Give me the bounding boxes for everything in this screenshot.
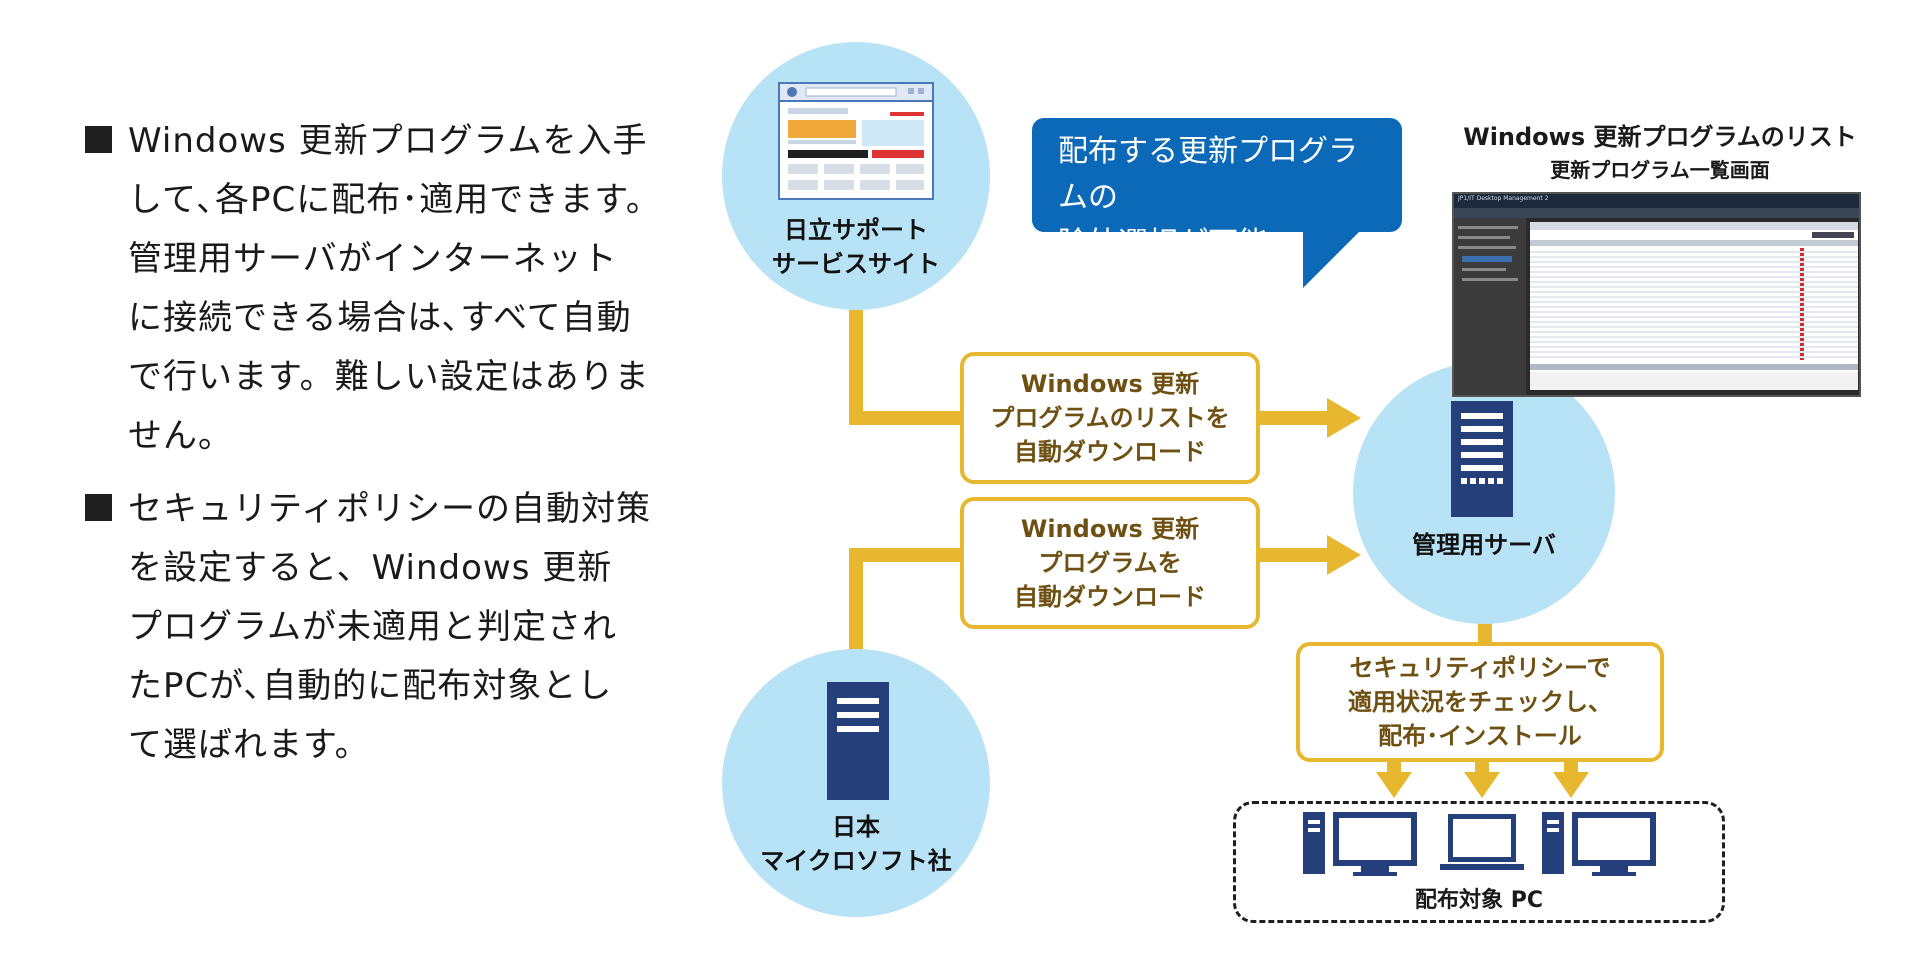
screenshot-title: Windows 更新プログラムのリスト — [1463, 123, 1857, 151]
microsoft-label: 日本 マイクロソフト社 — [760, 813, 952, 875]
program-download-label: Windows 更新 プログラムを 自動ダウンロード — [960, 497, 1260, 629]
management-server-label: 管理用サーバ — [1412, 531, 1556, 559]
bullet-square-icon — [85, 126, 112, 153]
app-titlebar: JP1/IT Desktop Management 2 — [1454, 194, 1859, 208]
server-tower-icon — [1451, 401, 1513, 517]
app-name: JP1/IT Desktop Management 2 — [1458, 195, 1549, 202]
update-list-screenshot: JP1/IT Desktop Management 2 — [1452, 192, 1861, 397]
target-pc-label: 配布対象 PC — [1415, 888, 1543, 913]
callout-tail — [1303, 230, 1361, 288]
arrow-down-icon — [1553, 772, 1589, 798]
screenshot-subtitle: 更新プログラム一覧画面 — [1550, 158, 1770, 182]
target-pc-group — [1233, 801, 1725, 923]
list-download-label: Windows 更新 プログラムのリストを 自動ダウンロード — [960, 352, 1260, 484]
arrow-right-icon — [1327, 535, 1361, 575]
app-table — [1530, 222, 1858, 390]
arrow-right-icon — [1327, 398, 1361, 438]
server-tower-icon — [827, 682, 889, 800]
bullet-item-1: Windows 更新プログラムを入手 して､各PCに配布･適用できます。 管理用… — [85, 112, 665, 466]
exclusion-callout: 配布する更新プログラムの 除外選択が可能 — [1032, 118, 1402, 261]
browser-window-icon — [778, 82, 934, 200]
arrow-down-icon — [1376, 772, 1412, 798]
bullet-text-1: Windows 更新プログラムを入手 して､各PCに配布･適用できます。 管理用… — [128, 121, 661, 456]
app-sidebar — [1454, 218, 1526, 395]
app-tabbar — [1454, 208, 1859, 218]
connector-hitachi-vertical — [849, 300, 863, 425]
desktop-pc-icon — [1542, 812, 1656, 876]
bullet-square-icon — [85, 494, 112, 521]
desktop-pc-icon — [1303, 812, 1417, 876]
hitachi-support-label: 日立サポート サービスサイト — [772, 216, 940, 278]
bullet-text-2: セキュリティポリシーの自動対策 を設定すると、Windows 更新 プログラムが… — [128, 489, 651, 765]
bullet-item-2: セキュリティポリシーの自動対策 を設定すると、Windows 更新 プログラムが… — [85, 480, 665, 775]
distribute-install-label: セキュリティポリシーで 適用状況をチェックし、 配布･インストール — [1296, 642, 1664, 762]
arrow-down-icon — [1464, 772, 1500, 798]
laptop-pc-icon — [1440, 814, 1524, 870]
